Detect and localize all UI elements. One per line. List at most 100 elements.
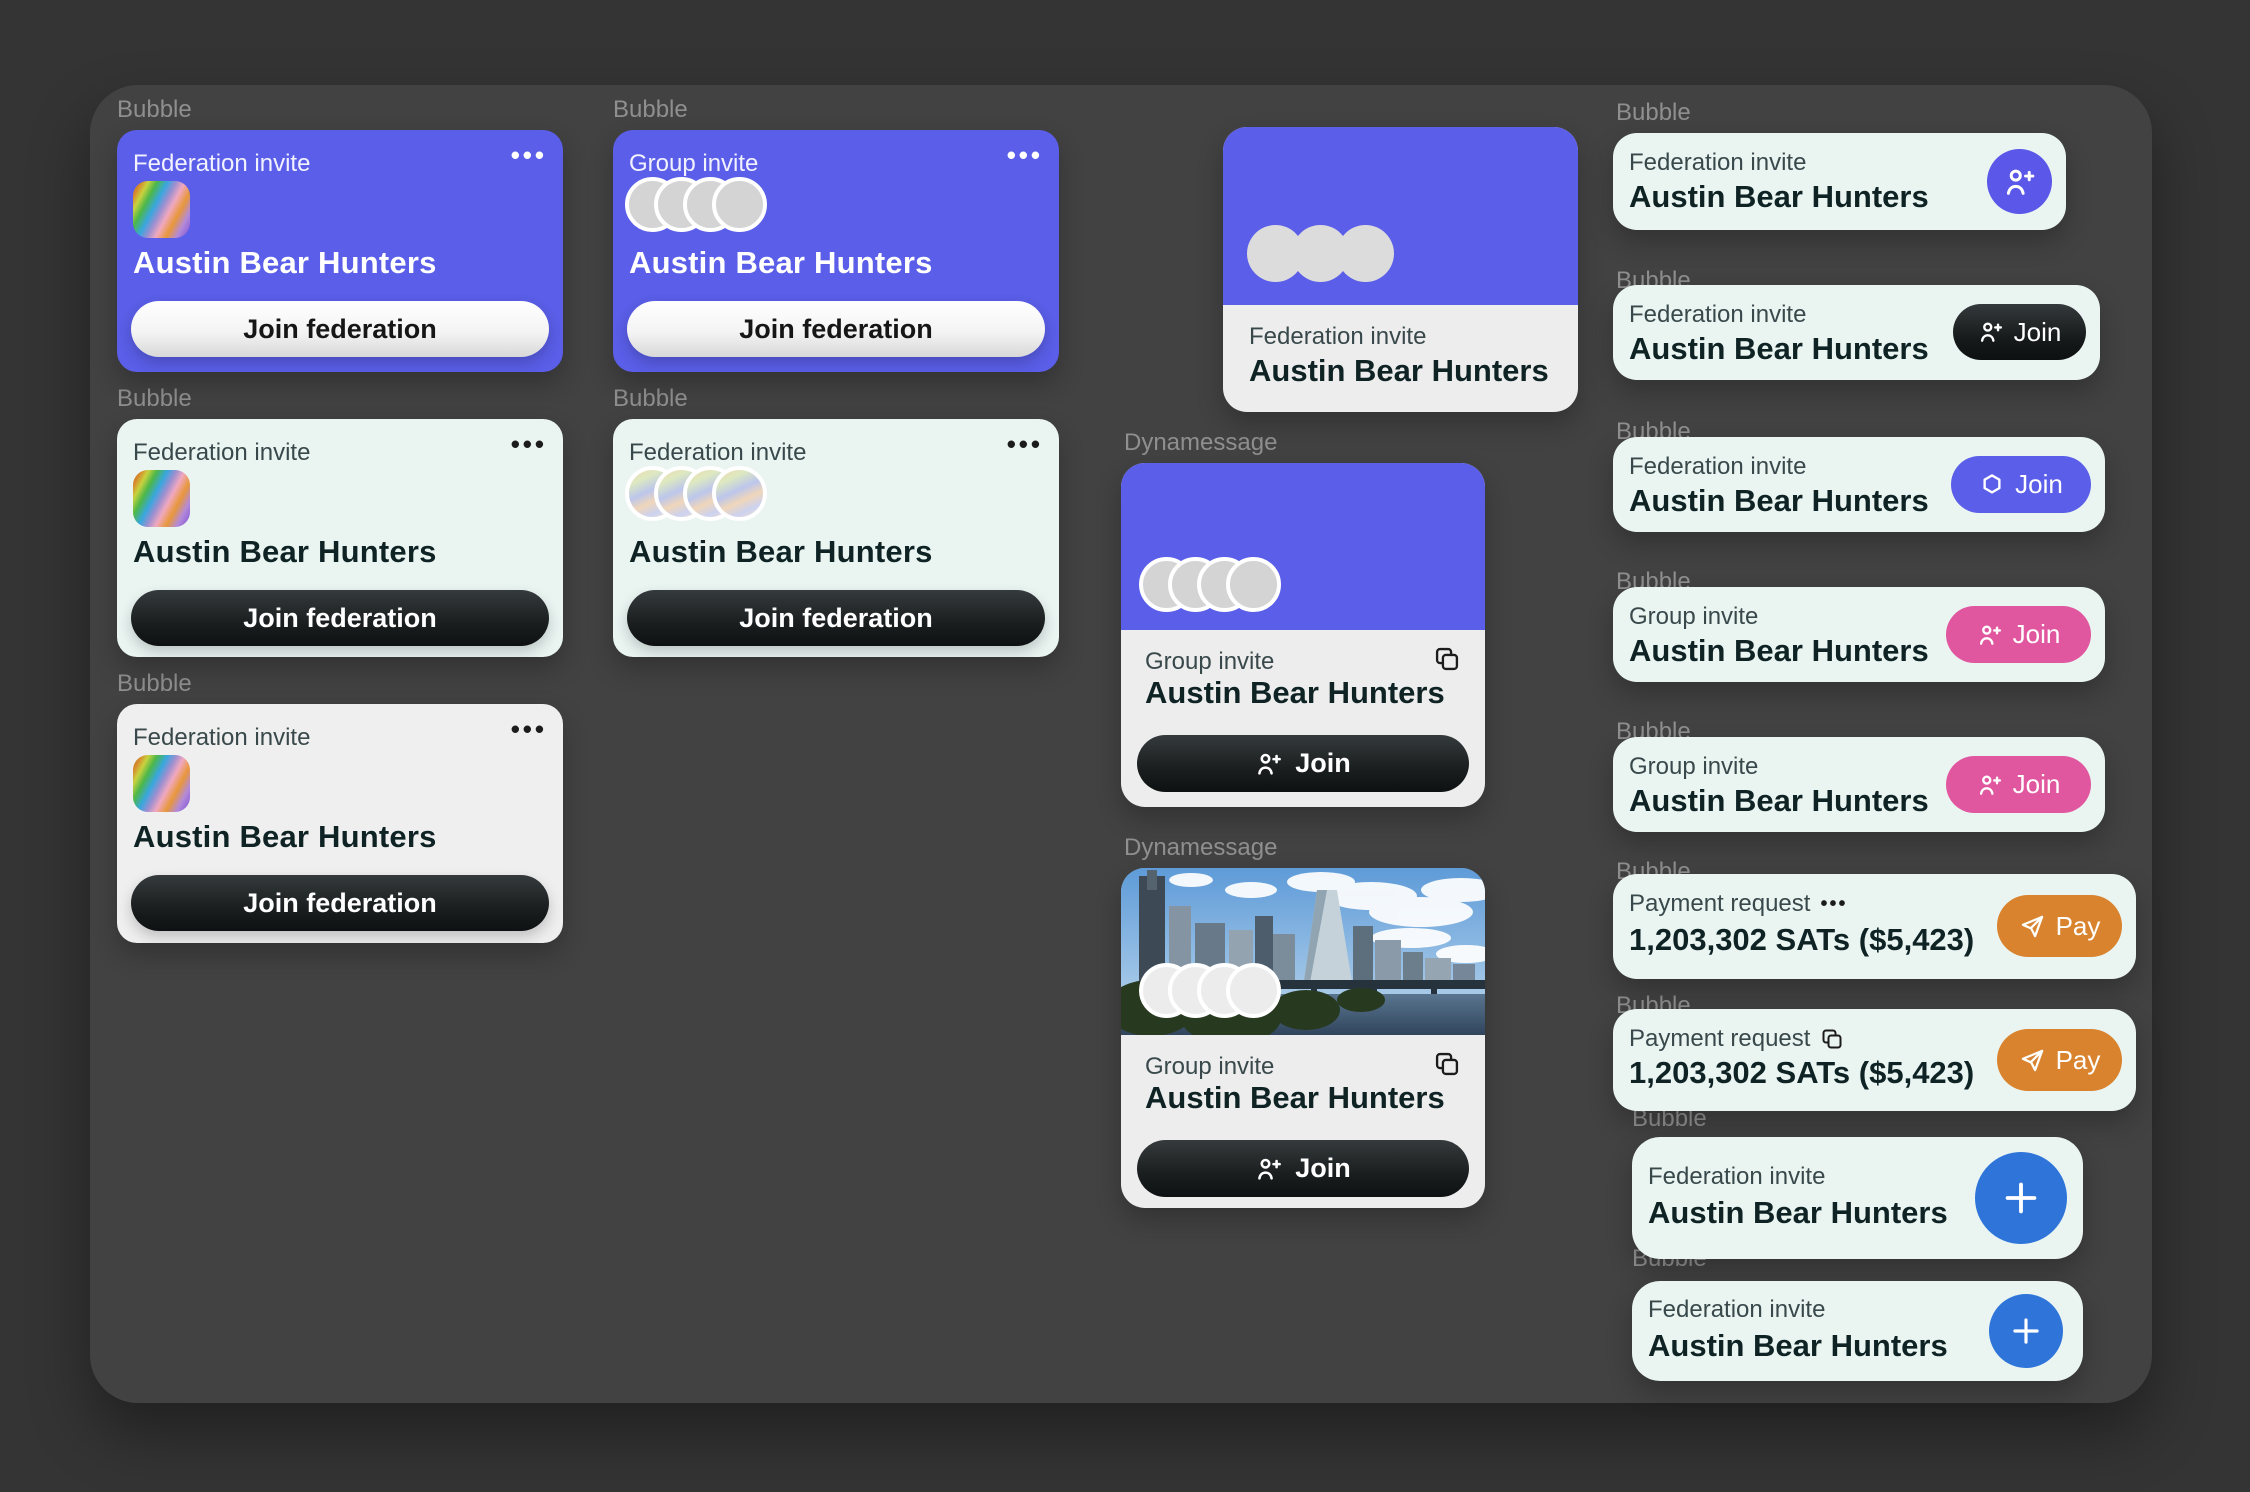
more-icon[interactable]: ••• (510, 714, 547, 744)
bubble-row-payment-request-copy: Payment request 1,203,302 SATs ($5,423) … (1613, 1009, 2136, 1111)
more-icon[interactable]: ••• (1820, 892, 1848, 915)
bubble-federation-invite-purple: Federation invite ••• Austin Bear Hunter… (117, 130, 563, 372)
avatar (1226, 963, 1281, 1018)
section-label: Bubble (1616, 99, 1691, 126)
member-avatars (1139, 557, 1281, 612)
copy-icon[interactable] (1820, 1027, 1844, 1051)
component-showcase-panel: Bubble Federation invite ••• Austin Bear… (90, 85, 2152, 1403)
card-title: Austin Bear Hunters (1629, 179, 1929, 214)
join-federation-button[interactable]: Join federation (131, 301, 549, 357)
card-title: Austin Bear Hunters (1629, 331, 1929, 366)
user-plus-icon (2006, 169, 2034, 195)
card-title: Austin Bear Hunters (1648, 1328, 1948, 1363)
bubble-row-federation-add: Federation invite Austin Bear Hunters (1632, 1137, 2083, 1259)
more-icon[interactable]: ••• (510, 429, 547, 459)
card-title: Austin Bear Hunters (133, 819, 437, 854)
pay-button[interactable]: Pay (1997, 895, 2122, 957)
card-label: Group invite (1145, 648, 1275, 675)
payment-amount: 1,203,302 SATs ($5,423) (1629, 1055, 1975, 1090)
section-label: Bubble (117, 96, 192, 123)
join-button[interactable]: Join (1953, 304, 2086, 360)
plus-icon (2013, 1318, 2039, 1344)
card-title: Austin Bear Hunters (1648, 1195, 1948, 1230)
bubble-row-federation-add: Federation invite Austin Bear Hunters (1632, 1281, 2083, 1381)
copy-icon[interactable] (1433, 645, 1461, 673)
member-avatars (625, 177, 767, 232)
card-label: Federation invite (1249, 323, 1427, 350)
section-label: Bubble (613, 385, 688, 412)
member-avatars (625, 466, 767, 521)
add-circle-button[interactable] (1989, 1294, 2063, 1368)
section-label: Dynamessage (1124, 834, 1278, 861)
join-button[interactable]: Join (1946, 606, 2091, 663)
join-circle-button[interactable] (1987, 149, 2052, 214)
card-title: Austin Bear Hunters (1629, 483, 1929, 518)
user-plus-icon (1980, 322, 2002, 342)
banner (1121, 463, 1485, 630)
card-label: Payment request (1629, 890, 1811, 917)
card-label: Federation invite (1648, 1163, 1826, 1190)
plus-icon (2005, 1182, 2037, 1214)
card-title: Austin Bear Hunters (629, 245, 933, 280)
join-button[interactable]: Join (1946, 756, 2091, 813)
card-label: Group invite (1145, 1053, 1275, 1080)
more-icon[interactable]: ••• (1006, 140, 1043, 170)
card-label: Group invite (1629, 753, 1759, 780)
bubble-row-federation-dark-join: Federation invite Austin Bear Hunters Jo… (1613, 285, 2100, 380)
send-icon (2021, 1049, 2043, 1071)
section-label: Bubble (117, 670, 192, 697)
card-label: Federation invite (629, 439, 807, 466)
card-label: Federation invite (133, 724, 311, 751)
card-label: Federation invite (133, 439, 311, 466)
pay-button[interactable]: Pay (1997, 1029, 2122, 1091)
member-avatars (1139, 963, 1281, 1018)
federation-avatar (133, 181, 190, 238)
user-plus-icon (1979, 624, 2001, 645)
avatar (1337, 225, 1394, 282)
card-title: Austin Bear Hunters (133, 534, 437, 569)
card-label: Payment request (1629, 1025, 1811, 1052)
card-title: Austin Bear Hunters (133, 245, 437, 280)
join-federation-button[interactable]: Join federation (131, 875, 549, 931)
bubble-federation-invite-preview: Federation invite Austin Bear Hunters (1223, 127, 1578, 412)
dynamessage-group-invite-photo: Group invite Austin Bear Hunters Join (1121, 868, 1485, 1208)
card-title: Austin Bear Hunters (1145, 675, 1445, 710)
section-label: Dynamessage (1124, 429, 1278, 456)
payment-amount: 1,203,302 SATs ($5,423) (1629, 922, 1975, 957)
card-label: Federation invite (1648, 1296, 1826, 1323)
send-icon (2021, 915, 2043, 937)
bubble-federation-invite-mint: Federation invite ••• Austin Bear Hunter… (117, 419, 563, 657)
bubble-federation-invite-gray: Federation invite ••• Austin Bear Hunter… (117, 704, 563, 943)
bubble-row-federation-purple-join: Federation invite Austin Bear Hunters Jo… (1613, 437, 2105, 532)
copy-icon[interactable] (1433, 1050, 1461, 1078)
bubble-federation-invite-pastel: Federation invite ••• Austin Bear Hunter… (613, 419, 1059, 657)
avatar (712, 177, 767, 232)
section-label: Bubble (613, 96, 688, 123)
bubble-row-group-pink-join: Group invite Austin Bear Hunters Join (1613, 587, 2105, 682)
join-federation-button[interactable]: Join federation (627, 301, 1045, 357)
federation-avatar (133, 755, 190, 812)
dynamessage-group-invite: Group invite Austin Bear Hunters Join (1121, 463, 1485, 807)
join-federation-button[interactable]: Join federation (131, 590, 549, 646)
avatar (712, 466, 767, 521)
join-button[interactable]: Join (1951, 456, 2091, 513)
more-icon[interactable]: ••• (510, 140, 547, 170)
hexagon-icon (1983, 473, 2001, 494)
card-label: Group invite (1629, 603, 1759, 630)
card-title: Austin Bear Hunters (1249, 353, 1549, 388)
bubble-row-payment-request: Payment request ••• 1,203,302 SATs ($5,4… (1613, 874, 2136, 979)
join-button[interactable]: Join (1137, 735, 1469, 792)
join-federation-button[interactable]: Join federation (627, 590, 1045, 646)
more-icon[interactable]: ••• (1006, 429, 1043, 459)
card-label: Federation invite (1629, 149, 1807, 176)
bubble-group-invite-purple: Group invite ••• Austin Bear Hunters Joi… (613, 130, 1059, 372)
user-plus-icon (1979, 774, 2001, 795)
card-title: Austin Bear Hunters (1629, 783, 1929, 818)
avatar (1226, 557, 1281, 612)
federation-avatar (133, 470, 190, 527)
bubble-row-group-pink-join: Group invite Austin Bear Hunters Join (1613, 737, 2105, 832)
join-button[interactable]: Join (1137, 1140, 1469, 1197)
banner-photo (1121, 868, 1485, 1035)
add-circle-button[interactable] (1975, 1152, 2067, 1244)
member-avatars (1247, 225, 1394, 282)
